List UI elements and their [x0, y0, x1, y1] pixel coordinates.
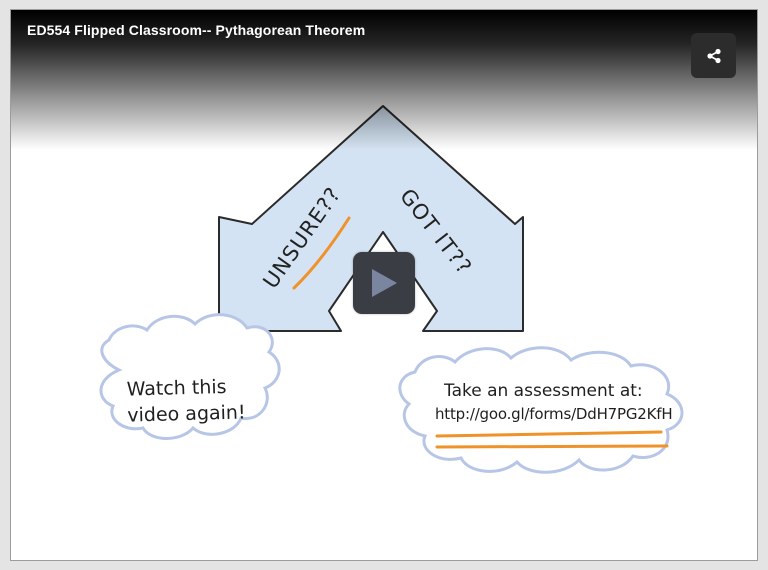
url-underline-1	[435, 430, 663, 438]
share-button[interactable]	[691, 33, 736, 78]
assessment-url[interactable]: http://goo.gl/forms/DdH7PG2KfH	[435, 405, 673, 423]
right-cloud	[398, 346, 684, 474]
url-underline-2	[435, 444, 669, 449]
left-cloud-text: Watch this video again!	[126, 375, 246, 427]
share-icon	[706, 48, 721, 63]
unsure-underline	[292, 216, 351, 290]
play-icon	[372, 269, 397, 297]
video-title[interactable]: ED554 Flipped Classroom-- Pythagorean Th…	[27, 22, 366, 38]
left-cloud	[99, 313, 281, 440]
play-button[interactable]	[353, 252, 415, 314]
video-player[interactable]: UNSURE?? GOT IT?? Watch this video again…	[10, 9, 758, 561]
chevron-arrow	[218, 105, 524, 332]
slide-illustration: UNSURE?? GOT IT??	[99, 105, 684, 474]
assessment-text: Take an assessment at:	[444, 381, 643, 401]
